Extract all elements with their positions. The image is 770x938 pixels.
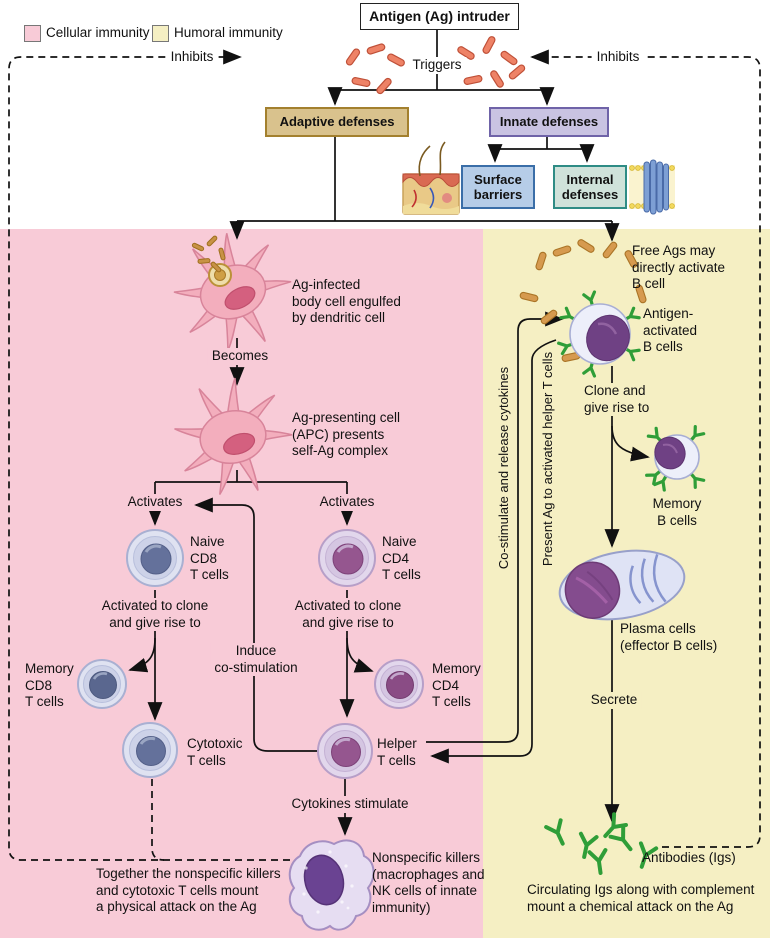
activated-clone-left-label: Activated to clone and give rise to	[97, 598, 213, 632]
memory-cd4-label: Memory CD4 T cells	[432, 661, 481, 710]
activates-right-label: Activates	[315, 494, 379, 511]
costimulate-vertical-label: Co-stimulate and release cytokines	[495, 366, 511, 570]
internal-defenses-box: Internal defenses	[553, 165, 627, 209]
becomes-label: Becomes	[207, 348, 273, 365]
humoral-immunity-swatch	[152, 25, 169, 42]
legend-humoral-label: Humoral immunity	[174, 25, 283, 40]
cellular-immunity-swatch	[24, 25, 41, 42]
antibodies-label: Antibodies (Igs)	[642, 850, 736, 865]
naive-cd8-label: Naive CD8 T cells	[190, 534, 229, 583]
memory-cd8-label: Memory CD8 T cells	[25, 661, 74, 710]
naive-cd4-label: Naive CD4 T cells	[382, 534, 421, 583]
skin-barrier-icon	[402, 141, 460, 215]
innate-defenses-box: Innate defenses	[489, 107, 609, 137]
engulfed-antigen-icon	[191, 234, 232, 287]
inhibition-dashed-loop	[8, 49, 761, 861]
naive-cd8-cell	[126, 529, 184, 587]
plasma-cells-label: Plasma cells (effector B cells)	[620, 621, 718, 653]
ag-infected-label: Ag-infected body cell engulfed by dendri…	[292, 277, 401, 326]
solid-connectors	[128, 27, 650, 836]
induce-costimulation-label: Induce co-stimulation	[210, 643, 302, 677]
antibodies-icon	[544, 812, 659, 877]
cellular-immunity-region	[0, 229, 483, 938]
naive-cd4-cell	[318, 529, 376, 587]
plasma-cell	[558, 549, 686, 621]
secrete-label: Secrete	[586, 692, 642, 709]
cytokines-stimulate-label: Cytokines stimulate	[287, 796, 413, 813]
b-cell	[557, 290, 641, 378]
helper-label: Helper T cells	[377, 736, 417, 768]
activated-clone-right-label: Activated to clone and give rise to	[290, 598, 406, 632]
inhibits-left-label: Inhibits	[165, 49, 219, 66]
activates-left-label: Activates	[123, 494, 187, 511]
circulating-igs-label: Circulating Igs along with complement mo…	[527, 882, 755, 914]
clone-give-rise-label: Clone and give rise to	[580, 383, 654, 417]
cytotoxic-t-cell	[122, 722, 178, 778]
memory-b-label: Memory B cells	[652, 496, 702, 528]
memory-cd8-cell	[77, 659, 127, 709]
memory-cd4-cell	[374, 659, 424, 709]
antigen-presenting-cell	[172, 377, 294, 497]
inhibits-right-label: Inhibits	[591, 49, 645, 66]
apc-label: Ag-presenting cell (APC) presents self-A…	[292, 410, 401, 459]
helper-t-cell	[317, 723, 373, 779]
legend-cellular-label: Cellular immunity	[46, 25, 150, 40]
dendritic-cell	[173, 231, 293, 353]
adaptive-defenses-box: Adaptive defenses	[265, 107, 409, 137]
triggers-label: Triggers	[407, 57, 467, 74]
antigen-intruder-box: Antigen (Ag) intruder	[360, 3, 519, 30]
cytotoxic-label: Cytotoxic T cells	[187, 736, 243, 768]
together-attack-label: Together the nonspecific killers and cyt…	[96, 866, 281, 915]
surface-barriers-box: Surface barriers	[461, 165, 535, 209]
macrophage-cell	[288, 839, 375, 931]
memory-b-cell	[645, 425, 706, 492]
nonspecific-killers-label: Nonspecific killers (macrophages and NK …	[372, 850, 485, 916]
present-ag-vertical-label: Present Ag to activated helper T cells	[539, 351, 555, 567]
antigen-activated-b-label: Antigen- activated B cells	[643, 306, 698, 355]
membrane-channel-icon	[629, 159, 675, 215]
free-ags-label: Free Ags may directly activate B cell	[632, 243, 726, 292]
